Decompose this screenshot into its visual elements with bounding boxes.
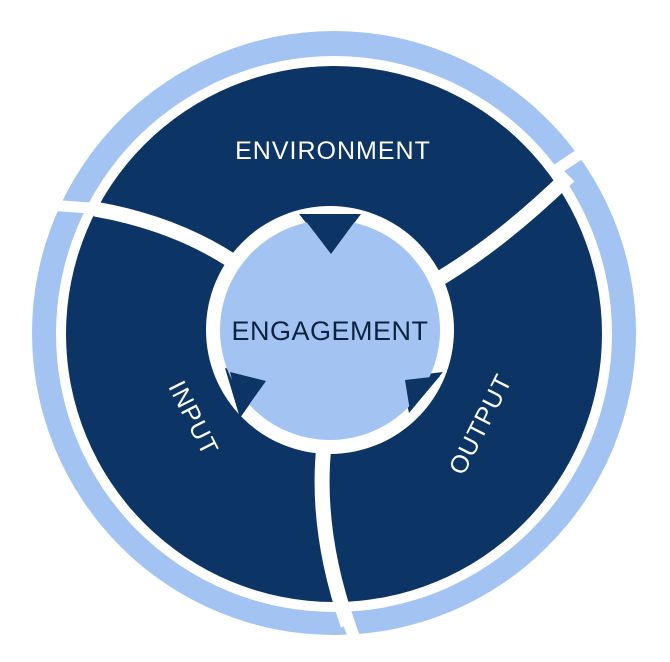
segment-label-environment: ENVIRONMENT — [235, 137, 431, 165]
separator-environment-output — [428, 170, 575, 290]
center-disc — [220, 220, 440, 440]
arrow-tip-input — [230, 372, 266, 416]
separator-input-output — [314, 444, 356, 628]
cycle-arrow-tips — [230, 220, 440, 416]
center-label: ENGAGEMENT — [231, 316, 428, 346]
arrow-tip-output — [405, 376, 440, 411]
arrow-tip-environment — [305, 220, 356, 254]
